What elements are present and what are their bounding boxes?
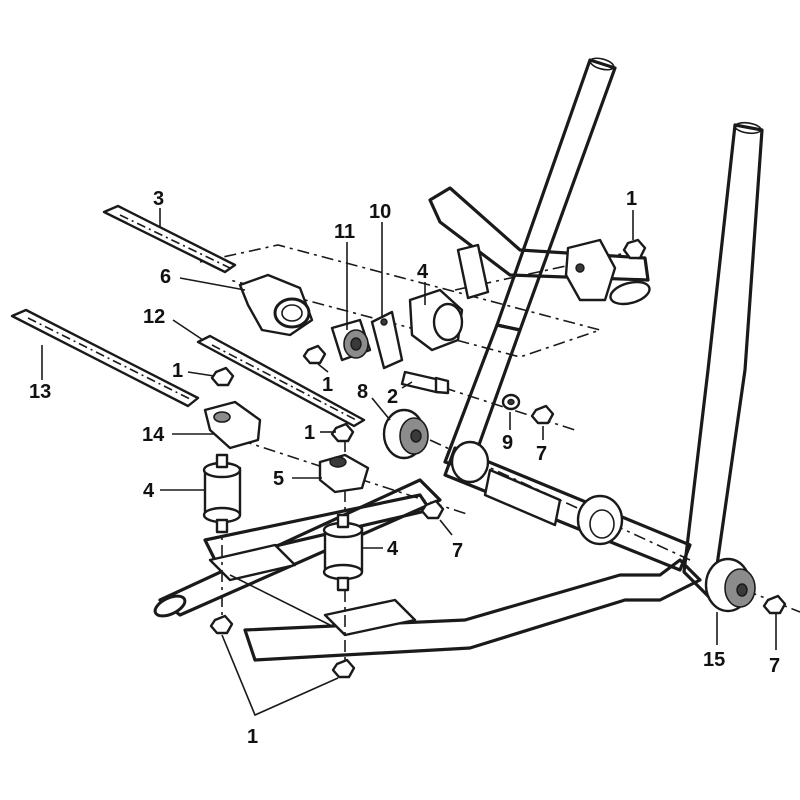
clamp-5-hole <box>329 456 347 468</box>
upper-right-bracket-hole <box>575 263 585 273</box>
washer-9-hole <box>507 398 515 406</box>
callout-4-left: 4 <box>143 480 155 502</box>
lower-right-mount-plate <box>323 598 417 637</box>
callout-7-right: 7 <box>769 655 780 677</box>
callout-6: 6 <box>160 266 171 288</box>
frame-right-upright-tube-end <box>734 121 762 135</box>
bolts <box>10 204 450 428</box>
callout-1-top-right: 1 <box>626 188 637 210</box>
leader-lines <box>41 208 777 717</box>
rubber-mount-4-left-stud-top <box>215 453 229 469</box>
leader-7-mid <box>439 519 453 536</box>
bolt-3-thread <box>119 214 231 269</box>
callout-9: 9 <box>502 432 513 454</box>
callout-7-mid: 7 <box>452 540 463 562</box>
crossbar-tab <box>456 243 490 300</box>
bracket-14-pad <box>213 411 231 423</box>
callout-4-center: 4 <box>387 538 399 560</box>
frame-upper-crossbar <box>428 186 650 282</box>
leader-1-left <box>187 371 215 377</box>
frame <box>153 57 764 662</box>
nut-1-center <box>330 422 355 443</box>
link-plate-10 <box>370 310 404 370</box>
parts <box>202 238 756 613</box>
bracket-6-sleeve-bore <box>281 304 303 322</box>
nut-7-right <box>762 594 787 615</box>
callout-1-center: 1 <box>304 422 315 444</box>
callout-15: 15 <box>703 649 725 671</box>
nut-7-mid <box>420 499 445 520</box>
upper-right-bracket <box>564 238 617 302</box>
callout-1-mid: 1 <box>322 374 333 396</box>
bushing-15-bore <box>736 583 748 597</box>
callout-11: 11 <box>334 221 355 243</box>
nut-1-mid <box>302 344 327 365</box>
callout-1-bottom: 1 <box>247 726 258 748</box>
callout-1-left: 1 <box>172 360 183 382</box>
callout-5: 5 <box>273 468 284 490</box>
rubber-mount-4-center-stud-bottom <box>336 576 350 592</box>
callout-2: 2 <box>387 386 398 408</box>
assembly-box-outline <box>199 244 603 358</box>
lower-left-mount-plate <box>208 543 297 582</box>
bolt-13 <box>10 308 200 408</box>
crosstube-sleeve-right <box>576 494 624 546</box>
frame-left-upright-tube-end <box>589 57 615 71</box>
bracket-6-sleeve <box>273 297 311 329</box>
nut-1-bottom-right <box>331 658 356 679</box>
frame-left-side-tube-end <box>153 594 187 618</box>
frame-front-lower-tube <box>243 558 702 662</box>
bolt-2-head <box>434 376 450 395</box>
leader-8 <box>371 397 391 421</box>
callout-labels: 3 1 10 11 4 6 12 13 1 1 8 2 9 7 14 1 5 4… <box>29 188 780 748</box>
callout-8: 8 <box>357 381 368 403</box>
bracket-4-top-sleeve <box>432 302 464 342</box>
nut-7-top <box>530 404 555 425</box>
leader-2 <box>401 381 413 389</box>
rubber-mount-4-left-stud-bottom <box>215 518 229 534</box>
bushing-8-bore <box>410 429 422 443</box>
crosstube-bracket <box>483 468 562 527</box>
callout-4-top: 4 <box>417 261 429 283</box>
bracket-14 <box>203 400 262 450</box>
crosstube-sleeve-right-bore <box>589 509 615 539</box>
nut-1-bottom-left <box>209 614 234 635</box>
lower-mount-link <box>229 574 331 626</box>
callout-10: 10 <box>369 201 391 223</box>
callout-13: 13 <box>29 381 51 403</box>
bolt-12-thread <box>211 344 359 422</box>
leader-1-mid <box>317 363 329 373</box>
callout-14: 14 <box>142 424 165 446</box>
link-plate-10-hole <box>380 318 388 326</box>
bolt-13-thread <box>27 317 193 401</box>
callout-12: 12 <box>143 306 165 328</box>
frame-right-upright-tube <box>682 123 764 602</box>
leader-1-bottom <box>221 634 339 717</box>
spacer-11-bore <box>350 337 362 351</box>
callout-7-top: 7 <box>536 443 547 465</box>
nut-1-top-right <box>622 238 647 260</box>
upper-right-sleeve <box>609 280 651 306</box>
leader-6 <box>179 277 246 291</box>
crosstube-sleeve-left <box>450 440 490 484</box>
bolt-3 <box>102 204 237 274</box>
nut-1-left <box>210 366 235 387</box>
fasteners <box>209 238 787 679</box>
bolt-2 <box>400 370 442 394</box>
rubber-mount-4-center-stud-top <box>336 513 350 529</box>
callout-3: 3 <box>153 188 164 210</box>
leader-12 <box>172 319 204 341</box>
